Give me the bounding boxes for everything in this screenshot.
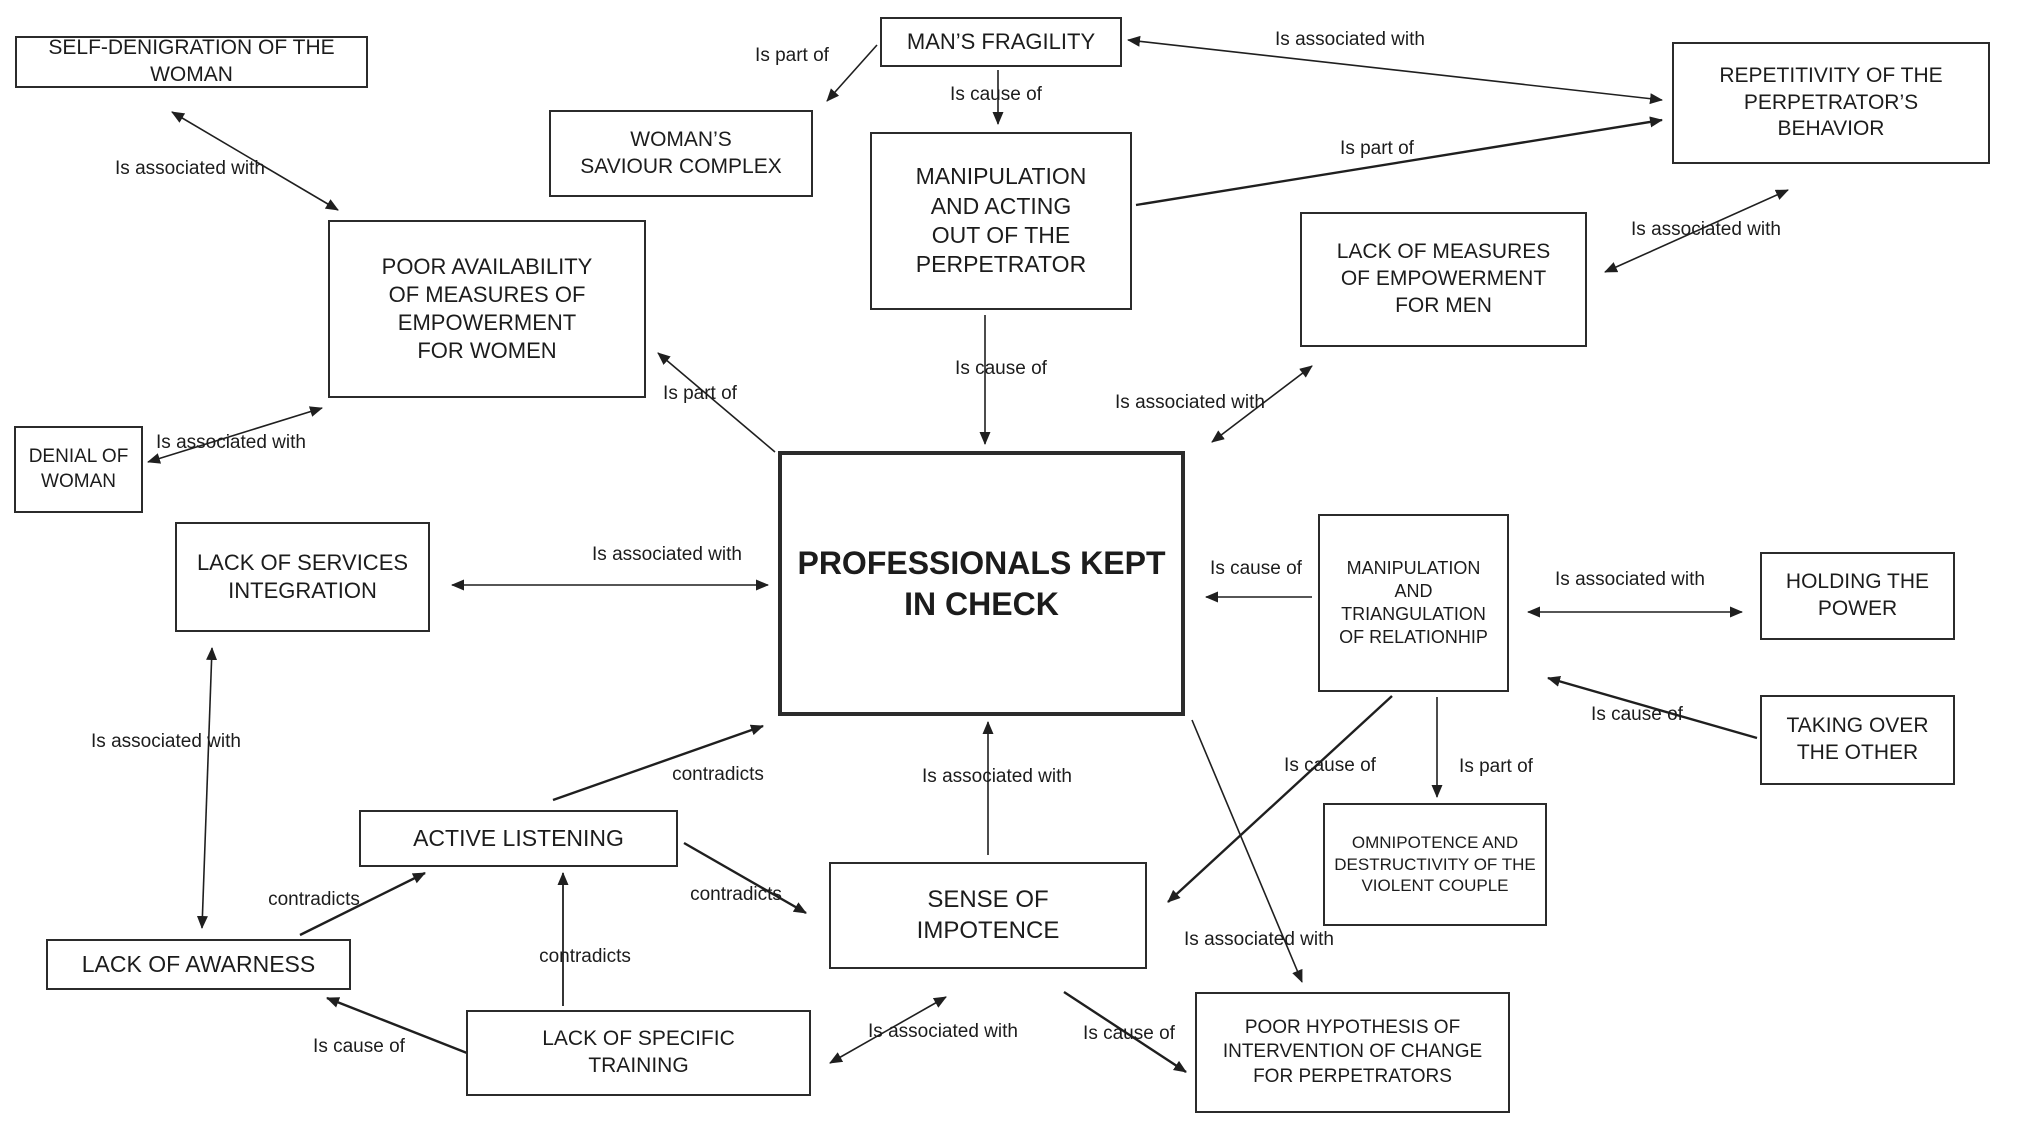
edge-lack-measures-empowerment-men--repetitivity-perpetrators-behavior [1604,189,1789,273]
edge-label-lack-measures-empowerment-men--repetitivity-perpetrators-behavior: Is associated with [1631,219,1781,240]
node-poor-availability-measures-women: POOR AVAILABILITY OF MEASURES OF EMPOWER… [328,220,646,398]
node-mans-fragility: MAN’S FRAGILITY [880,17,1122,67]
edge-label-taking-over-the-other--manipulation-triangulation: Is cause of [1591,704,1683,725]
edge-label-manipulation-triangulation--omnipotence-destructivity: Is part of [1459,756,1533,777]
edge-active-listening--sense-of-impotence [683,841,807,915]
edge-label-sense-of-impotence--poor-hypothesis-intervention: Is cause of [1083,1023,1175,1044]
edge-label-self-denigration-of-the-woman--poor-availability-measures-women: Is associated with [115,158,265,179]
edge-manipulation-triangulation--sense-of-impotence [1167,695,1393,903]
edge-professionals-kept-in-check--lack-measures-empowerment-men [1211,365,1313,443]
node-poor-hypothesis-intervention: POOR HYPOTHESIS OF INTERVENTION OF CHANG… [1195,992,1510,1113]
edge-label-manipulation-triangulation--holding-the-power: Is associated with [1555,569,1705,590]
edge-label-lack-services-integration--professionals-kept-in-check: Is associated with [592,544,742,565]
node-lack-of-awarness: LACK OF AWARNESS [46,939,351,990]
node-womans-saviour-complex: WOMAN’S SAVIOUR COMPLEX [549,110,813,197]
edge-label-active-listening--professionals-kept-in-check: contradicts [672,764,764,785]
edge-label-lack-specific-training--active-listening: contradicts [539,946,631,967]
edge-label-lack-of-awarness--active-listening: contradicts [268,889,360,910]
edge-manipulation-acting-out--repetitivity-perpetrators-behavior [1135,116,1663,207]
edge-label-lack-of-awarness--lack-services-integration: Is associated with [91,731,241,752]
edge-label-active-listening--sense-of-impotence: contradicts [690,884,782,905]
node-sense-of-impotence: SENSE OF IMPOTENCE [829,862,1147,969]
edge-professionals-kept-in-check--poor-availability-measures-women [657,352,776,453]
edge-mans-fragility--repetitivity-perpetrators-behavior [1127,35,1663,105]
edge-label-lack-specific-training--lack-of-awarness: Is cause of [313,1036,405,1057]
edge-label-professionals-kept-in-check--lack-measures-empowerment-men: Is associated with [1115,392,1265,413]
edge-mans-fragility--womans-saviour-complex [826,44,878,102]
edge-professionals-kept-in-check--poor-hypothesis-intervention [1191,719,1303,983]
node-lack-services-integration: LACK OF SERVICES INTEGRATION [175,522,430,632]
edge-self-denigration-of-the-woman--poor-availability-measures-women [171,111,339,211]
edge-label-manipulation-acting-out--repetitivity-perpetrators-behavior: Is part of [1340,138,1414,159]
node-lack-measures-empowerment-men: LACK OF MEASURES OF EMPOWERMENT FOR MEN [1300,212,1587,347]
edge-lack-specific-training--lack-of-awarness [326,996,468,1055]
edge-label-manipulation-triangulation--sense-of-impotence: Is cause of [1284,755,1376,776]
edge-active-listening--professionals-kept-in-check [552,724,764,802]
node-professionals-kept-in-check: PROFESSIONALS KEPT IN CHECK [778,451,1185,716]
edge-label-mans-fragility--womans-saviour-complex: Is part of [755,45,829,66]
edge-lack-of-awarness--lack-services-integration [196,647,218,929]
node-manipulation-triangulation: MANIPULATION AND TRIANGULATION OF RELATI… [1318,514,1509,692]
node-self-denigration-of-the-woman: SELF-DENIGRATION OF THE WOMAN [15,36,368,88]
edge-label-mans-fragility--manipulation-acting-out: Is cause of [950,84,1042,105]
edge-label-sense-of-impotence--professionals-kept-in-check: Is associated with [922,766,1072,787]
edge-taking-over-the-other--manipulation-triangulation [1547,676,1758,740]
edge-label-manipulation-acting-out--professionals-kept-in-check: Is cause of [955,358,1047,379]
node-denial-of-woman: DENIAL OF WOMAN [14,426,143,513]
node-repetitivity-perpetrators-behavior: REPETITIVITY OF THE PERPETRATOR’S BEHAVI… [1672,42,1990,164]
edge-label-professionals-kept-in-check--poor-hypothesis-intervention: Is associated with [1184,929,1334,950]
node-active-listening: ACTIVE LISTENING [359,810,678,867]
edge-label-mans-fragility--repetitivity-perpetrators-behavior: Is associated with [1275,29,1425,50]
node-manipulation-acting-out: MANIPULATION AND ACTING OUT OF THE PERPE… [870,132,1132,310]
edge-lack-specific-training--sense-of-impotence [829,996,947,1064]
edge-sense-of-impotence--poor-hypothesis-intervention [1063,990,1187,1074]
edge-label-professionals-kept-in-check--poor-availability-measures-women: Is part of [663,383,737,404]
node-lack-specific-training: LACK OF SPECIFIC TRAINING [466,1010,811,1096]
edge-label-lack-specific-training--sense-of-impotence: Is associated with [868,1021,1018,1042]
node-taking-over-the-other: TAKING OVER THE OTHER [1760,695,1955,785]
node-holding-the-power: HOLDING THE POWER [1760,552,1955,640]
node-omnipotence-destructivity: OMNIPOTENCE AND DESTRUCTIVITY OF THE VIO… [1323,803,1547,926]
edge-denial-of-woman--poor-availability-measures-women [147,406,323,464]
edge-label-manipulation-triangulation--professionals-kept-in-check: Is cause of [1210,558,1302,579]
edge-lack-of-awarness--active-listening [299,871,426,937]
edge-label-denial-of-woman--poor-availability-measures-women: Is associated with [156,432,306,453]
